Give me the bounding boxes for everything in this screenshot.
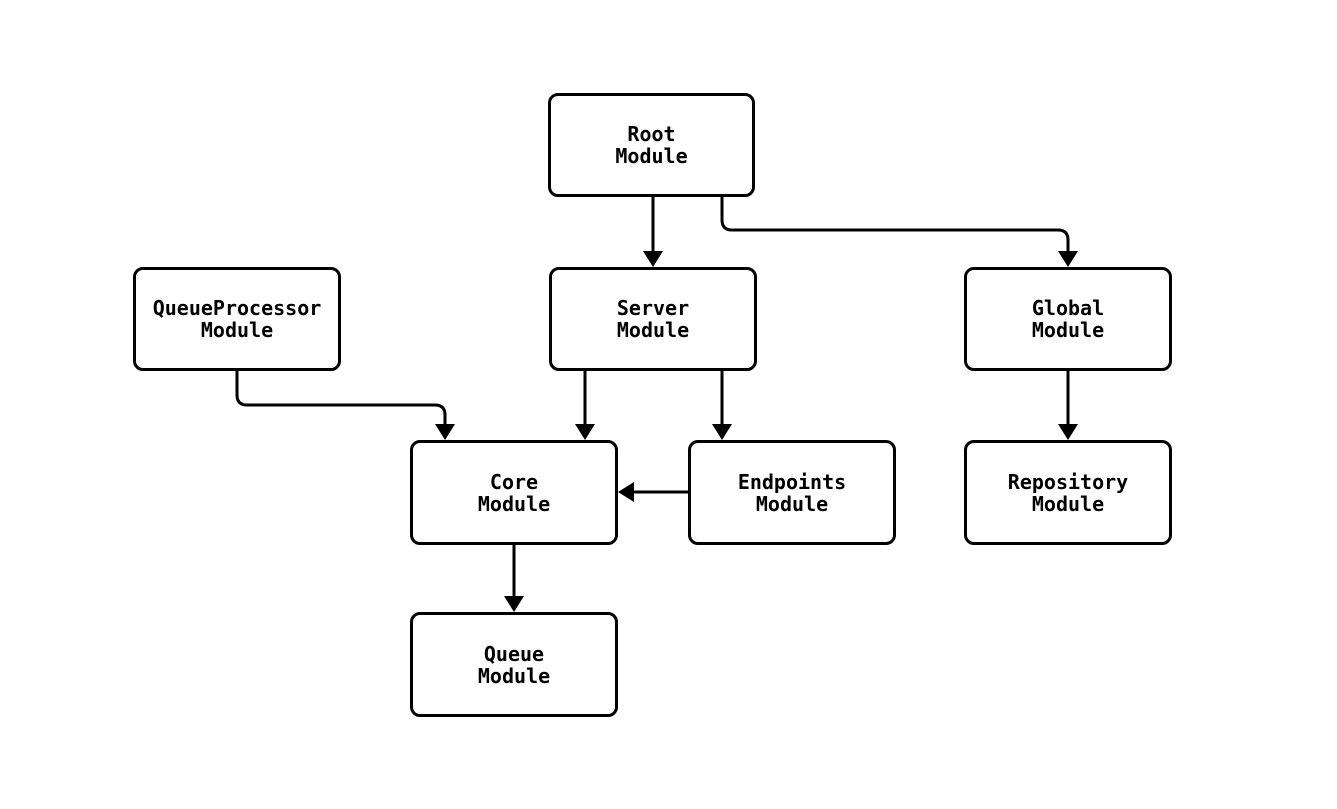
node-queue-module: Queue Module bbox=[410, 612, 618, 717]
node-label-line: Module bbox=[1031, 491, 1105, 516]
node-label-line: Module bbox=[755, 491, 829, 516]
node-repository-module: Repository Module bbox=[964, 440, 1172, 545]
node-core-module: Core Module bbox=[410, 440, 618, 545]
node-label-line: Global bbox=[1031, 296, 1105, 320]
node-label-line: Module bbox=[477, 663, 551, 688]
node-label-line: Module bbox=[477, 491, 551, 516]
node-label-line: Repository bbox=[1007, 469, 1129, 494]
node-label-line: Queue bbox=[483, 641, 545, 666]
node-global-module: Global Module bbox=[964, 267, 1172, 371]
node-label-line: Module bbox=[1031, 318, 1105, 342]
edge-server-to-endpoints bbox=[712, 371, 732, 440]
edge-root-to-server bbox=[643, 197, 663, 267]
edge-core-to-queue bbox=[504, 545, 524, 612]
node-label-line: Module bbox=[615, 144, 688, 168]
node-server-module: Server Module bbox=[549, 267, 757, 371]
node-queueprocessor-module: QueueProcessor Module bbox=[133, 267, 341, 371]
node-endpoints-module: Endpoints Module bbox=[688, 440, 896, 545]
node-label-line: Module bbox=[616, 318, 690, 342]
edge-global-to-repository bbox=[1058, 371, 1078, 440]
node-label-line: Module bbox=[200, 318, 274, 342]
node-label-line: Root bbox=[627, 122, 676, 146]
edge-endpoints-to-core bbox=[618, 482, 688, 502]
edge-root-to-global bbox=[720, 197, 1078, 267]
node-label-line: QueueProcessor bbox=[152, 296, 322, 320]
node-root-module: Root Module bbox=[548, 93, 755, 197]
edge-server-to-core bbox=[575, 371, 595, 440]
edge-queueprocessor-to-core bbox=[235, 371, 455, 440]
node-label-line: Endpoints bbox=[737, 469, 847, 494]
node-label-line: Server bbox=[616, 296, 690, 320]
node-label-line: Core bbox=[489, 469, 539, 494]
